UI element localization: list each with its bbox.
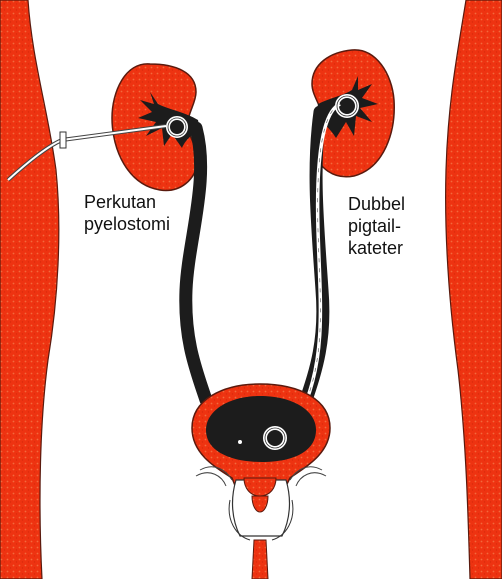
label-dubbel: Dubbel bbox=[348, 194, 405, 215]
left-body-wall bbox=[0, 0, 59, 579]
label-pyelostomi: pyelostomi bbox=[84, 214, 170, 235]
right-body-wall bbox=[446, 0, 502, 579]
label-perkutan: Perkutan bbox=[84, 192, 156, 213]
nephrostomy-collar bbox=[60, 132, 66, 148]
pelvic-outlet bbox=[196, 467, 326, 579]
label-kateter: kateter bbox=[348, 238, 403, 259]
label-pigtail: pigtail- bbox=[348, 216, 401, 237]
